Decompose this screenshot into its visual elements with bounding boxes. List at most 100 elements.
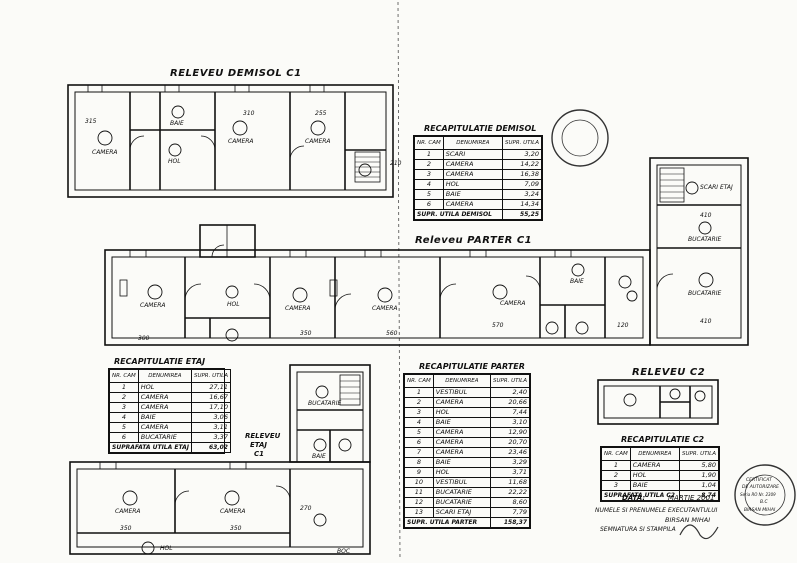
cell-name: HOL bbox=[432, 467, 492, 478]
total-label: SUPRAFATA UTILA ETAJ bbox=[109, 442, 192, 453]
title-c2: RELEVEU C2 bbox=[632, 367, 706, 378]
room-label: CAMERA bbox=[228, 138, 254, 145]
dimension: 300 bbox=[138, 335, 150, 342]
room-label: SCARI ETAJ bbox=[700, 184, 733, 191]
header-nr: NR. CAM bbox=[414, 136, 444, 150]
title-etaj-1: RELEVEU bbox=[245, 432, 281, 440]
c2-outline bbox=[597, 379, 719, 425]
cell-name: BUCATARIE bbox=[137, 432, 192, 443]
cell-area: 2,40 bbox=[490, 387, 530, 398]
cell-name: BUCATARIE bbox=[432, 487, 492, 498]
cell-nr: 1 bbox=[404, 387, 434, 398]
cell-area: 20,70 bbox=[490, 437, 530, 448]
signature-label: SEMNATURA SI STAMPILA bbox=[600, 526, 676, 533]
cell-nr: 1 bbox=[414, 149, 444, 160]
cell-area: 3,24 bbox=[502, 189, 542, 200]
room-label: CAMERA bbox=[115, 508, 141, 515]
room-label: CAMERA bbox=[220, 508, 246, 515]
cell-name: SCARI bbox=[442, 149, 504, 160]
cell-area: 23,46 bbox=[490, 447, 530, 458]
cell-nr: 3 bbox=[404, 407, 434, 418]
cell-name: VESTIBUL bbox=[432, 387, 492, 398]
dimension: 210 bbox=[390, 160, 402, 167]
cell-nr: 6 bbox=[414, 199, 444, 210]
cell-area: 16,38 bbox=[502, 169, 542, 180]
cell-nr: 12 bbox=[404, 497, 434, 508]
cell-name: HOL bbox=[629, 470, 681, 481]
cell-area: 3,20 bbox=[502, 149, 542, 160]
cell-nr: 5 bbox=[109, 422, 139, 433]
header-area: SUPR. UTILA bbox=[502, 136, 542, 150]
room-label: HOL bbox=[227, 301, 240, 308]
cell-nr: 10 bbox=[404, 477, 434, 488]
etaj-outline bbox=[69, 461, 371, 555]
cell-area: 12,90 bbox=[490, 427, 530, 438]
total-label: SUPR. UTILA DEMISOL bbox=[414, 209, 503, 220]
cell-nr: 4 bbox=[109, 412, 139, 423]
header-name: DENUMIREA bbox=[442, 136, 504, 150]
executant-value: BIRSAN MIHAI bbox=[665, 516, 711, 524]
cell-name: BAIE bbox=[432, 457, 492, 468]
total-value: 158,37 bbox=[490, 517, 530, 528]
cell-nr: 5 bbox=[404, 427, 434, 438]
header-nr: NR. CAM bbox=[109, 369, 139, 383]
header-nr: NR. CAM bbox=[404, 374, 434, 388]
cell-area: 3,29 bbox=[490, 457, 530, 468]
cell-area: 1,04 bbox=[679, 480, 719, 491]
date-value: MARTIE 2001 bbox=[668, 494, 715, 502]
cell-area: 3,06 bbox=[190, 412, 231, 423]
cell-name: BAIE bbox=[432, 417, 492, 428]
signature-mark bbox=[679, 524, 719, 540]
cell-nr: 4 bbox=[404, 417, 434, 428]
dimension: 410 bbox=[700, 318, 712, 325]
header-name: DENUMIREA bbox=[137, 369, 192, 383]
cell-name: VESTIBUL bbox=[432, 477, 492, 488]
cell-name: BAIE bbox=[629, 480, 681, 491]
header-name: DENUMIREA bbox=[432, 374, 492, 388]
cell-name: HOL bbox=[137, 382, 192, 393]
total-value: 55,25 bbox=[502, 209, 542, 220]
dimension: 410 bbox=[700, 212, 712, 219]
cell-area: 5,80 bbox=[679, 460, 719, 471]
cell-name: SCARI ETAJ bbox=[432, 507, 492, 518]
title-etaj-2: ETAJ bbox=[250, 441, 268, 449]
cell-area: 3,37 bbox=[190, 432, 231, 443]
cell-name: CAMERA bbox=[432, 447, 492, 458]
cell-nr: 13 bbox=[404, 507, 434, 518]
cell-area: 8,60 bbox=[490, 497, 530, 508]
header-nr: NR. CAM bbox=[601, 447, 631, 461]
cell-name: BUCATARIE bbox=[432, 497, 492, 508]
cell-area: 22,22 bbox=[490, 487, 530, 498]
cell-area: 3,11 bbox=[190, 422, 231, 433]
room-label: CAMERA bbox=[372, 305, 398, 312]
cell-name: BAIE bbox=[442, 189, 504, 200]
cell-nr: 1 bbox=[601, 460, 631, 471]
stamp-text: DE AUTORIZARE bbox=[742, 485, 779, 490]
cell-name: CAMERA bbox=[432, 437, 492, 448]
stamp-text: CERTIFICAT bbox=[746, 478, 772, 483]
cell-nr: 11 bbox=[404, 487, 434, 498]
cell-area: 14,22 bbox=[502, 159, 542, 170]
header-area: SUPR. UTILA bbox=[190, 369, 231, 383]
recap-c2-title: RECAPITULATIE C2 bbox=[621, 435, 705, 444]
stamp-text: Seria RO Nr. 2309 bbox=[740, 492, 776, 497]
cell-nr: 4 bbox=[414, 179, 444, 190]
dimension: 350 bbox=[300, 330, 312, 337]
